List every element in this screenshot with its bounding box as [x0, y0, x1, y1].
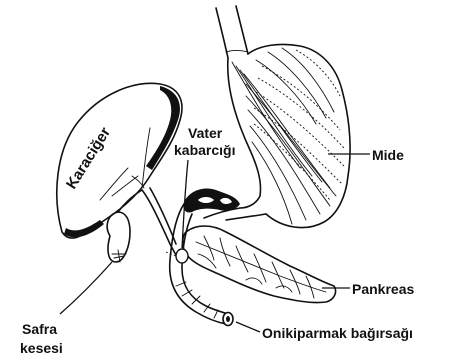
- duodenum-label: Onikiparmak bağırsağı: [262, 325, 413, 341]
- pancreas-label: Pankreas: [352, 281, 414, 297]
- stomach-label: Mide: [372, 147, 404, 163]
- gallbladder-label-line1: Safra: [22, 321, 57, 337]
- pointer-safra: [60, 262, 112, 314]
- duodenum-shape: [170, 204, 233, 326]
- vater-label-line2: kabarcığı: [174, 142, 235, 158]
- pointer-onikiparmak: [236, 322, 260, 332]
- vater-label-line1: Vater: [188, 125, 223, 141]
- bile-duct: [118, 128, 180, 262]
- esophagus-shape: [216, 6, 248, 58]
- pancreas-shape: [166, 226, 336, 303]
- gallbladder-label-line2: kesesi: [20, 340, 63, 356]
- gallbladder-shape: [107, 212, 130, 262]
- pylorus-shape: [183, 189, 240, 213]
